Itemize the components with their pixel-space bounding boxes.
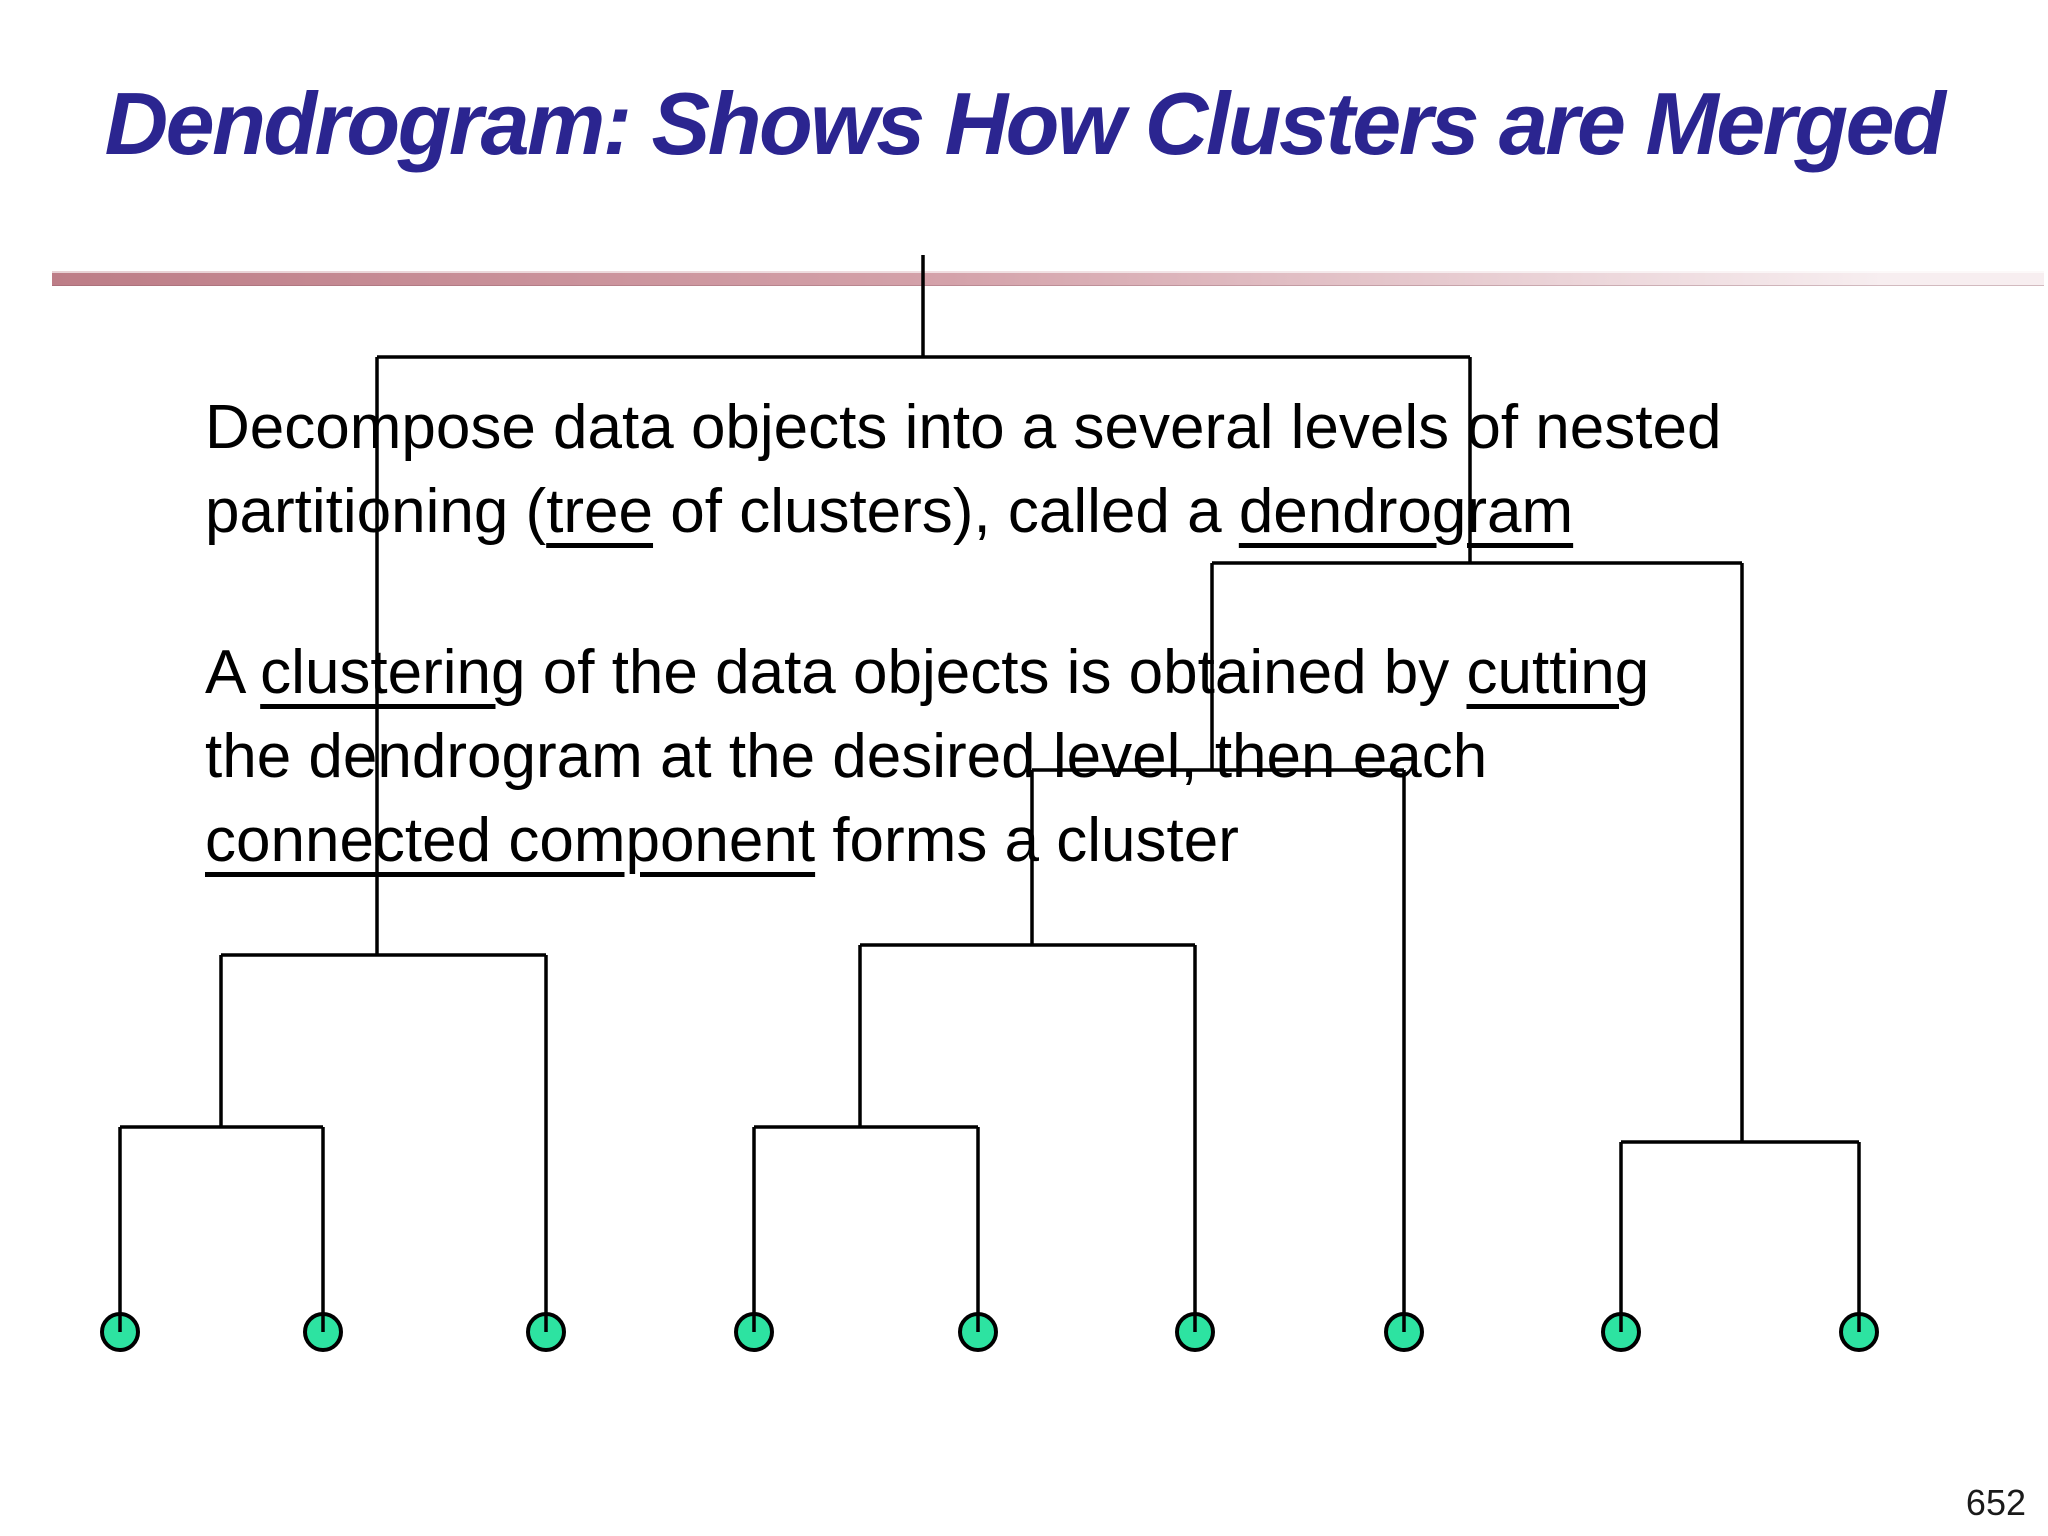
body-text-segment: of clusters), called a (653, 477, 1239, 546)
body-text-segment: of the data objects is obtained by (525, 638, 1467, 707)
underlined-term: dendrogram (1238, 477, 1574, 546)
body-paragraph-decompose: Decompose data objects into a several le… (205, 386, 2005, 554)
page-number: 652 (1965, 1482, 2026, 1523)
body-text-segment: A (205, 638, 261, 707)
underlined-term: connected component (205, 806, 816, 875)
underlined-term: tree (546, 477, 654, 546)
body-text-segment: Decompose data objects into a several le… (205, 393, 1722, 462)
body-text-segment: the dendrogram at the desired level, the… (205, 722, 1488, 791)
underlined-term: cutting (1466, 638, 1650, 707)
body-paragraph-clustering: A clustering of the data objects is obta… (205, 631, 2005, 883)
body-text-segment: partitioning ( (205, 477, 547, 546)
underlined-term: clustering (260, 638, 526, 707)
slide-title: Dendrogram: Shows How Clusters are Merge… (104, 74, 1946, 173)
body-text-segment: forms a cluster (815, 806, 1239, 875)
title-divider (52, 271, 2044, 286)
